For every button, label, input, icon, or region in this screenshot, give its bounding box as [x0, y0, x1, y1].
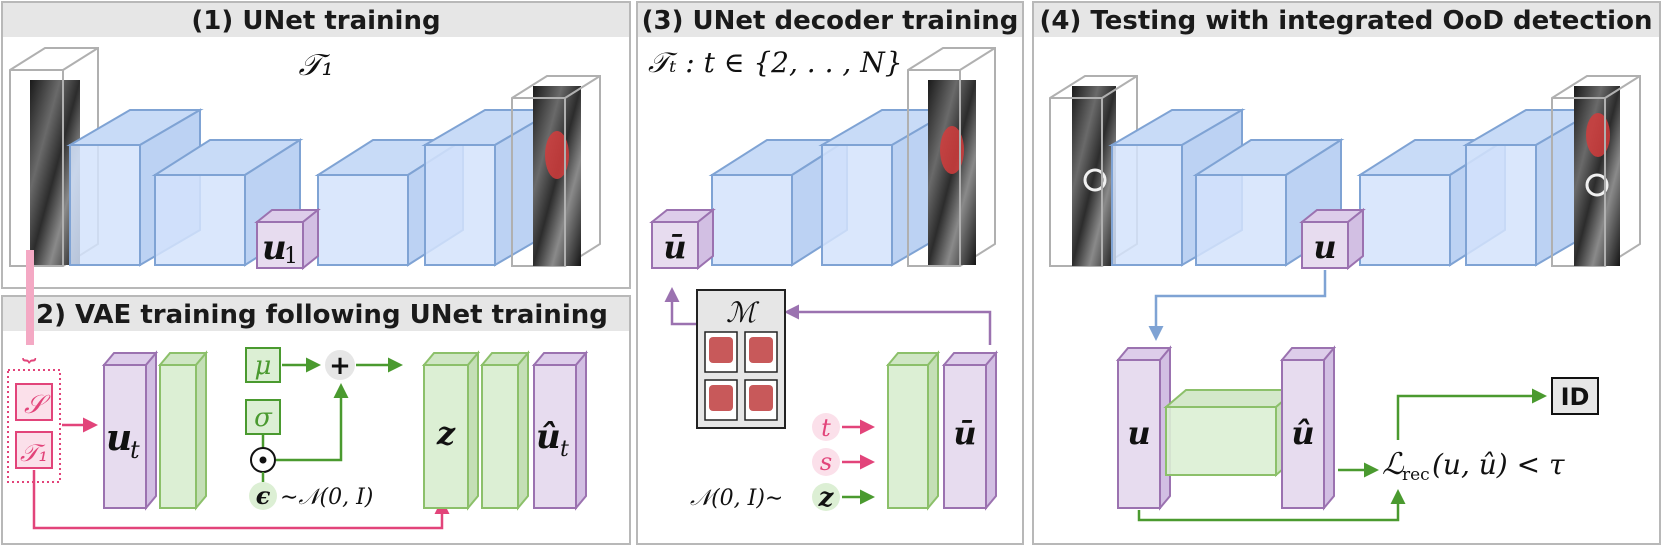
p3-generated-to-memory-arrow: [784, 304, 992, 345]
p1-segmentation-mask: [545, 131, 569, 179]
p1-feature-sub: 1: [284, 244, 298, 269]
p3-noise-z: z: [818, 483, 835, 513]
p3-cond-s: s: [820, 448, 832, 476]
p4-bottleneck-u: u: [1299, 207, 1366, 271]
p4-dec-out: û: [1291, 414, 1314, 452]
panel-4-title: (4) Testing with integrated OoD detectio…: [1040, 6, 1653, 36]
p4-output-image-stack: [1551, 75, 1641, 267]
p2-encoder-input-block: [103, 364, 147, 509]
p4-vae-input-block: [1117, 359, 1161, 509]
p2-output-block: [533, 364, 577, 509]
p2-odot-arrow: [276, 383, 349, 462]
p4-loss-symbol: ℒ: [1382, 447, 1405, 482]
p2-latent-block: [423, 364, 469, 509]
p4-vae-latent-block: [1165, 406, 1277, 476]
p4-enc-in: u: [1127, 414, 1150, 452]
panel-4-title-bar: [1034, 3, 1659, 37]
panel-1-title-bar: [3, 3, 629, 37]
p2-mu-box: [245, 347, 281, 383]
p2-eps: ϵ: [256, 481, 271, 510]
p3-generated-block: [943, 364, 987, 509]
p3-bottleneck-ubar: ū: [649, 207, 716, 271]
p2-reparam: μ σ + ϵ ∼𝒩(0, I): [245, 347, 403, 510]
p3-noise-z-node: [812, 483, 840, 511]
p4-input-mri-slice: [1072, 86, 1116, 266]
p2-latent: z: [436, 414, 456, 452]
p3-memory: ℳ: [726, 296, 760, 329]
p3-conditioning: t s 𝒩(0, I)∼ z: [690, 413, 875, 513]
p3-task-label: 𝒯ₜ : t ∈ {2, . . , N}: [648, 46, 903, 79]
p3-generator: ū: [885, 350, 999, 511]
p1-output-image-stack: [511, 75, 601, 267]
p2-input-set: 𝒮 𝒯₁: [7, 369, 61, 483]
panel-1-title: (1) UNet training: [191, 6, 440, 36]
panel-3-title-bar: [638, 3, 1022, 37]
p2-mu: μ: [255, 351, 272, 381]
p4-segmentation-mask: [1586, 113, 1610, 157]
p2-dec-out: û: [536, 417, 561, 457]
p3-output-image-stack: [907, 47, 996, 267]
p4-result: ID: [1551, 377, 1599, 415]
p2-eps-dist: ∼𝒩(0, I): [280, 485, 373, 510]
p2-dec-out-sub: t: [560, 437, 569, 462]
p1-bottleneck-u1: u 1: [254, 207, 321, 271]
p4-feature-u: u: [1313, 228, 1336, 266]
p3-feature-bar: ū: [663, 228, 686, 266]
panel-2-title-bar: [3, 297, 629, 331]
p2-decoder: z û t: [421, 350, 589, 511]
p3-noise: 𝒩(0, I)∼: [690, 486, 783, 511]
p2-enc-in-sub: t: [130, 436, 140, 464]
p3-decoder-block-1: [708, 138, 851, 267]
p3-memory-to-feature-arrow: [664, 287, 697, 326]
p2-brace: ⏟: [22, 334, 37, 364]
p2-skip-arrow: [32, 470, 450, 530]
p4-decision-arrow: [1396, 388, 1547, 440]
p4-feature-to-vae-arrow: [1148, 270, 1327, 341]
p2-input-t-box: [15, 431, 53, 469]
p2-plus: +: [329, 351, 351, 381]
p4-input-image-stack: [1049, 75, 1138, 267]
p3-cond-s-node: [812, 448, 840, 476]
p4-loss: ℒ rec (u, û) < τ: [1382, 447, 1565, 485]
p4-loss-sub: rec: [1402, 465, 1430, 485]
p2-encoder-block: [159, 364, 197, 509]
p2-enc-in: u: [106, 417, 132, 459]
p3-segmentation-mask: [940, 126, 964, 174]
p1-feature-u: u: [262, 228, 287, 268]
p4-result-label: ID: [1561, 383, 1590, 411]
p4-loss-args: (u, û) < τ: [1432, 448, 1565, 481]
p2-sigma: σ: [254, 403, 273, 433]
p2-decoder-block: [481, 364, 519, 509]
p1-task-label: 𝒯₁: [298, 48, 333, 83]
p4-vae-output-block: [1281, 359, 1325, 509]
p2-eps-node: [249, 482, 277, 510]
panel-3-title: (3) UNet decoder training: [642, 6, 1019, 36]
p4-input-to-loss-arrow: [1137, 489, 1406, 522]
p3-cond-t-node: [812, 413, 840, 441]
p4-vae: u û: [1115, 345, 1337, 511]
p3-generator-block: [887, 364, 929, 509]
p2-plus-node: [325, 350, 355, 380]
p3-gen-out: ū: [953, 414, 976, 452]
p3-memory-bank: ℳ: [696, 289, 786, 429]
panel-2-title: (2) VAE training following UNet training: [24, 300, 608, 330]
p4-result-box: [1551, 377, 1599, 415]
p2-input-t: 𝒯₁: [20, 439, 48, 467]
p2-input-s-box: [15, 383, 53, 421]
p4-unet: u: [1108, 108, 1600, 271]
p3-cond-t: t: [821, 414, 831, 442]
p2-encoder: u t: [101, 350, 209, 511]
